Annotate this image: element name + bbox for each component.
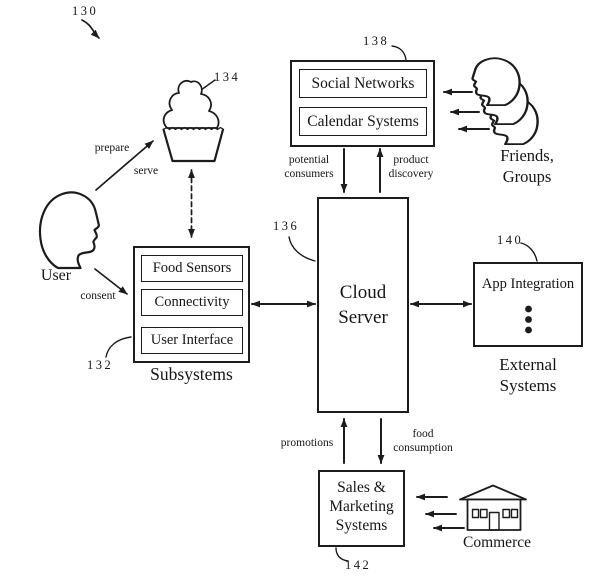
connectivity-label: Connectivity xyxy=(154,294,230,310)
ref-138-label: 138 xyxy=(363,34,390,48)
house-door xyxy=(488,511,500,531)
house-window xyxy=(479,508,488,519)
user-label: User xyxy=(40,267,72,284)
ref-134-leader xyxy=(200,79,216,91)
cupcake-crimp-edge xyxy=(162,126,225,131)
ref-142-leader xyxy=(335,547,349,562)
ellipsis-icon xyxy=(525,305,532,334)
sales-marketing-label: Sales & Marketing Systems xyxy=(329,479,394,534)
ref-138-leader xyxy=(391,45,407,61)
commerce-label: Commerce xyxy=(462,534,531,551)
serve-label: serve xyxy=(133,165,159,177)
external-systems-label: External Systems xyxy=(499,355,557,396)
house-roof xyxy=(459,484,527,501)
sales-marketing-box xyxy=(318,470,405,547)
ref-140-leader xyxy=(520,242,538,262)
cupcake-icon xyxy=(162,80,225,163)
consent-label: consent xyxy=(80,290,116,302)
house-window xyxy=(502,508,511,519)
house-icon xyxy=(459,484,527,531)
product-discovery-label: product discovery xyxy=(388,154,434,181)
friends-to-social-arrows xyxy=(443,88,490,133)
ref-132-leader xyxy=(105,336,132,358)
house-window xyxy=(510,508,519,519)
commerce-to-sales-arrows xyxy=(416,493,465,532)
ref-136-label: 136 xyxy=(273,219,300,233)
house-body xyxy=(466,498,522,531)
user-interface-box: User Interface xyxy=(141,327,243,354)
ref-134-label: 134 xyxy=(214,70,241,84)
connectivity-box: Connectivity xyxy=(141,289,243,316)
food-sensors-label: Food Sensors xyxy=(152,260,232,276)
friends-icon xyxy=(471,57,539,146)
social-networks-box: Social Networks xyxy=(299,69,427,98)
prepare-serve-arrow xyxy=(95,140,154,191)
promotions-label: promotions xyxy=(280,437,334,449)
subsystems-title: Subsystems xyxy=(150,364,233,384)
consent-arrow xyxy=(94,268,128,295)
cupcake-frosting xyxy=(162,80,220,129)
ref-142-label: 142 xyxy=(345,558,372,572)
ref-140-label: 140 xyxy=(497,233,524,247)
fig-ref-arrow xyxy=(81,19,100,39)
user-icon xyxy=(38,191,100,270)
user-interface-label: User Interface xyxy=(150,332,234,348)
friends-label: Friends, Groups xyxy=(500,146,554,187)
calendar-systems-label: Calendar Systems xyxy=(307,112,419,130)
cloud-server-label: Cloud Server xyxy=(338,282,388,328)
cupcake-cup xyxy=(162,128,225,163)
house-window xyxy=(471,508,480,519)
ref-136-leader xyxy=(288,236,316,262)
prepare-label: prepare xyxy=(94,142,130,154)
ref-130-label: 130 xyxy=(72,4,99,18)
social-networks-label: Social Networks xyxy=(311,74,415,92)
app-integration-label: App Integration xyxy=(481,276,575,292)
calendar-systems-box: Calendar Systems xyxy=(299,107,427,136)
ref-132-label: 132 xyxy=(87,358,114,372)
food-sensors-box: Food Sensors xyxy=(141,255,243,282)
potential-consumers-label: potential consumers xyxy=(284,154,334,181)
cloud-server-box xyxy=(317,197,409,413)
food-consumption-label: food consumption xyxy=(393,428,453,455)
